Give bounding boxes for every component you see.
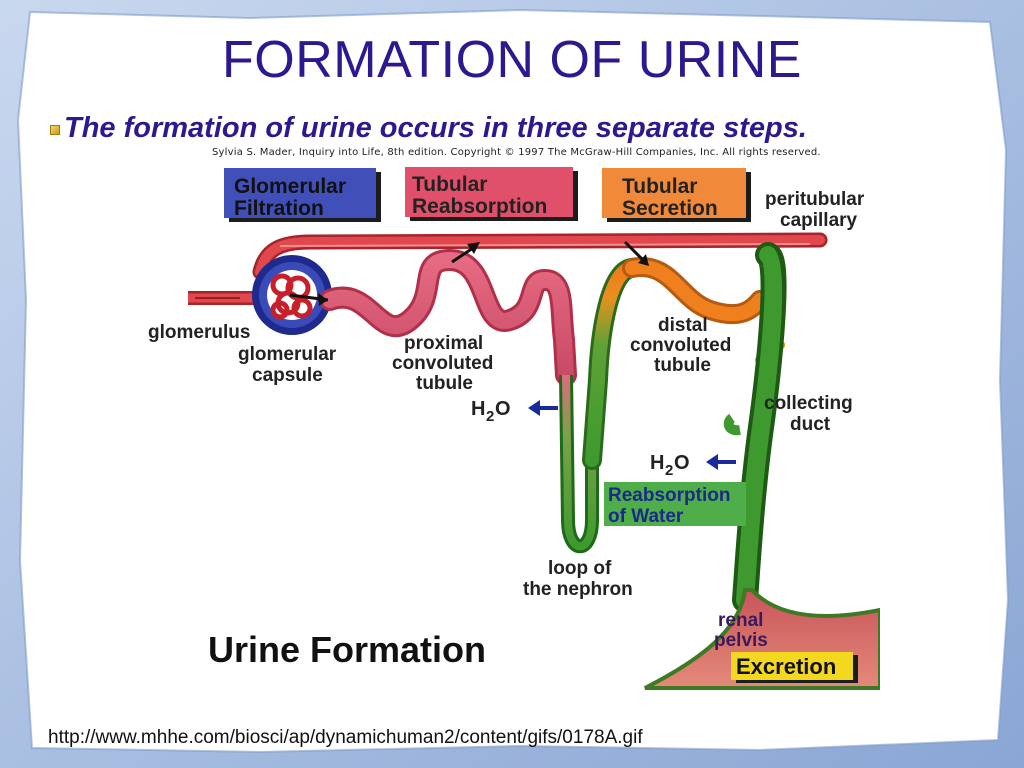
slide-title: FORMATION OF URINE	[221, 31, 802, 89]
distal-label-line2: convoluted	[630, 335, 731, 356]
loop-label-line1: loop of	[548, 558, 612, 579]
collecting-label-line1: collecting	[764, 393, 853, 414]
proximal-label-line1: proximal	[404, 333, 483, 354]
filtration-arrow	[289, 293, 329, 306]
excretion-label: Excretion	[736, 654, 836, 679]
peritubular-label-line2: capillary	[780, 210, 858, 231]
water-arrow-duct	[706, 454, 736, 470]
proximal-label-line2: convoluted	[392, 353, 493, 374]
water-label-duct: H 2 O	[650, 452, 690, 479]
step-label-line2: Filtration	[234, 197, 324, 220]
collecting-duct	[723, 242, 787, 613]
peritubular-capillary	[252, 232, 828, 280]
renal-label-line1: renal	[718, 610, 763, 631]
step-label-line1: Tubular	[412, 173, 487, 196]
step-tubular-reabsorption: Tubular Reabsorption	[405, 167, 578, 221]
glomerulus-label: glomerulus	[148, 322, 250, 343]
capsule-label-line2: capsule	[252, 365, 323, 386]
copyright-credit: Sylvia S. Mader, Inquiry into Life, 8th …	[212, 147, 821, 158]
water-o: O	[674, 452, 690, 474]
distal-label-line1: distal	[658, 315, 708, 336]
water-h: H	[471, 398, 485, 420]
secretion-arrow	[623, 240, 649, 266]
loop-label-line2: the nephron	[523, 579, 633, 600]
proximal-label-line3: tubule	[416, 373, 473, 394]
step-label-line2: Secretion	[622, 197, 718, 220]
diagram-caption: Urine Formation	[208, 629, 486, 670]
bullet-icon	[50, 125, 60, 135]
step-label-line2: Reabsorption	[412, 195, 547, 218]
step-label-line1: Tubular	[622, 175, 697, 198]
water-subscript: 2	[665, 462, 673, 479]
step-glomerular-filtration: Glomerular Filtration	[224, 168, 381, 222]
reabsorption-arrow	[451, 242, 480, 264]
excretion-box: Excretion	[731, 652, 858, 683]
reabsorption-of-water-box: Reabsorption of Water	[604, 482, 746, 527]
water-label-loop: H 2 O	[471, 398, 511, 425]
glomerulus	[270, 273, 313, 320]
peritubular-label-line1: peritubular	[765, 189, 865, 210]
reabsorption-water-line2: of Water	[608, 506, 684, 527]
water-h: H	[650, 452, 664, 474]
proximal-convoluted-tubule	[319, 248, 577, 386]
reabsorption-water-line1: Reabsorption	[608, 485, 730, 506]
urine-formation-diagram: Glomerular Filtration Tubular Reabsorpti…	[148, 167, 880, 690]
distal-label-line3: tubule	[654, 355, 711, 376]
step-label-line1: Glomerular	[234, 175, 346, 198]
capsule-label-line1: glomerular	[238, 344, 337, 365]
water-o: O	[495, 398, 511, 420]
water-subscript: 2	[486, 408, 494, 425]
collecting-label-line2: duct	[790, 414, 831, 435]
water-arrow-loop	[528, 400, 558, 416]
step-tubular-secretion: Tubular Secretion	[602, 168, 751, 222]
renal-label-line2: pelvis	[714, 630, 768, 651]
slide-subtitle: The formation of urine occurs in three s…	[64, 112, 807, 144]
source-url: http://www.mhhe.com/biosci/ap/dynamichum…	[48, 727, 643, 748]
